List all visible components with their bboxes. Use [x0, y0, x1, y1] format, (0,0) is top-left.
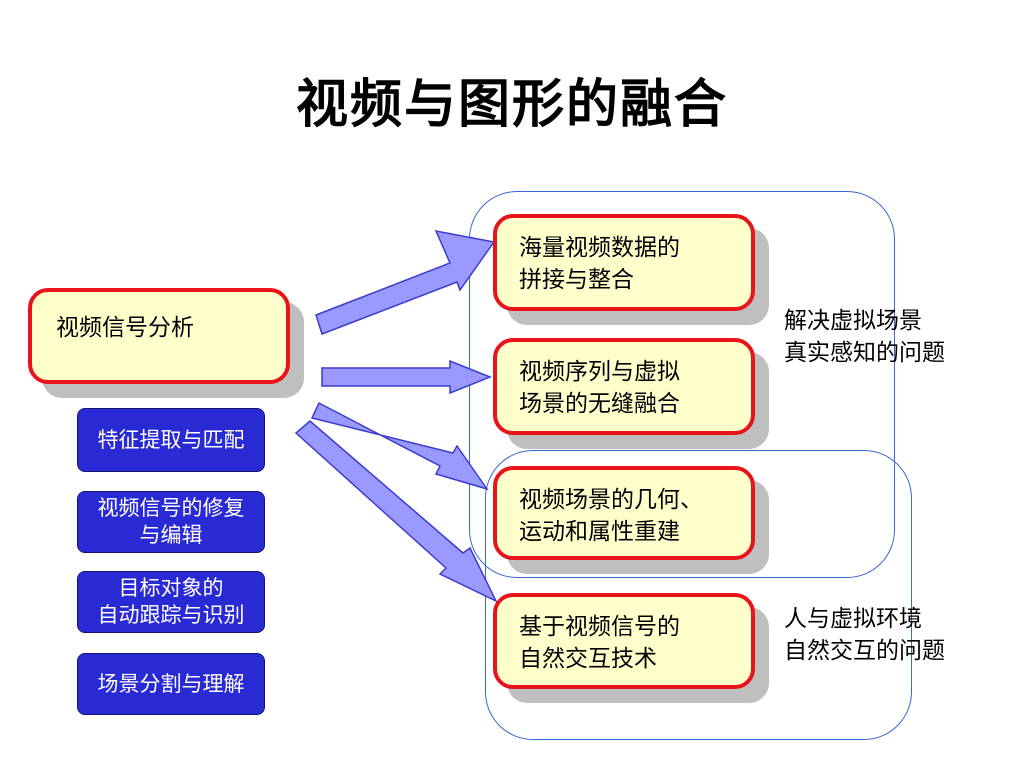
target-line: 海量视频数据的: [519, 235, 680, 261]
target-line: 自然交互技术: [519, 646, 657, 672]
technique-line: 与编辑: [139, 523, 203, 547]
target-line: 拼接与整合: [519, 267, 634, 293]
target-line: 基于视频信号的: [519, 614, 680, 640]
technique-line: 自动跟踪与识别: [97, 603, 245, 627]
technique-line: 场景分割与理解: [97, 671, 245, 696]
video-signal-analysis-box: 视频信号分析: [28, 288, 290, 384]
note-line: 真实感知的问题: [784, 340, 945, 366]
note-perception: 解决虚拟场景 真实感知的问题: [784, 305, 945, 369]
target-line: 视频序列与虚拟: [519, 359, 680, 385]
target-interaction-box: 基于视频信号的 自然交互技术: [493, 593, 755, 689]
target-stitching-box: 海量视频数据的 拼接与整合: [493, 214, 755, 311]
technique-line: 目标对象的: [118, 576, 224, 600]
technique-repair-editing: 视频信号的修复 与编辑: [77, 491, 265, 553]
target-line: 视频场景的几何、: [519, 487, 703, 513]
note-line: 解决虚拟场景: [784, 308, 922, 334]
target-line: 运动和属性重建: [519, 519, 680, 545]
arrow-to-reconstruction: [310, 401, 489, 491]
technique-line: 视频信号的修复: [97, 496, 245, 520]
technique-line: 特征提取与匹配: [97, 427, 245, 452]
technique-tracking-recognition: 目标对象的 自动跟踪与识别: [77, 571, 265, 633]
technique-scene-segmentation: 场景分割与理解: [77, 653, 265, 715]
source-label: 视频信号分析: [56, 315, 194, 341]
target-reconstruction-box: 视频场景的几何、 运动和属性重建: [493, 466, 755, 560]
target-fusion-box: 视频序列与虚拟 场景的无缝融合: [493, 338, 755, 435]
slide-title: 视频与图形的融合: [295, 75, 728, 135]
target-line: 场景的无缝融合: [519, 391, 680, 417]
note-line: 自然交互的问题: [784, 638, 945, 664]
arrow-to-interaction: [294, 420, 498, 603]
note-line: 人与虚拟环境: [784, 606, 922, 632]
note-interaction: 人与虚拟环境 自然交互的问题: [784, 603, 945, 667]
technique-feature-matching: 特征提取与匹配: [77, 408, 265, 472]
arrow-to-stitching: [315, 229, 496, 335]
arrow-to-fusion: [321, 359, 493, 395]
